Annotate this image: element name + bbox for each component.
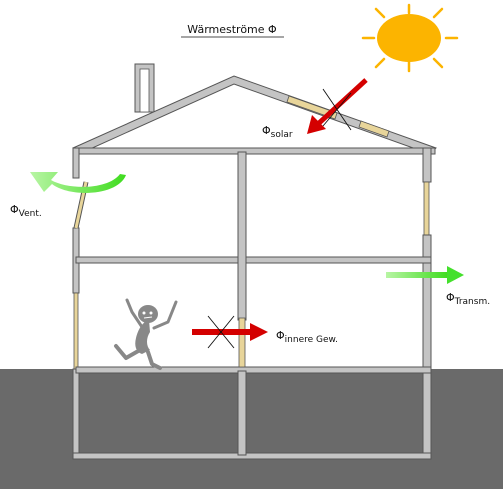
right-window xyxy=(423,181,430,238)
vent-arrow xyxy=(30,172,126,193)
ground xyxy=(0,369,503,489)
basement-floor xyxy=(72,452,432,460)
transm-arrow xyxy=(386,266,464,284)
cross-icon xyxy=(322,88,352,131)
internal-gains-arrow xyxy=(192,323,268,341)
solar-arrow xyxy=(307,78,368,134)
left-wall xyxy=(72,147,80,456)
roof xyxy=(72,75,437,155)
phi-solar-label: Φsolar xyxy=(262,124,293,140)
diagram-title: Wärmeströme Φ xyxy=(187,23,277,36)
upper-floor xyxy=(75,256,432,264)
phi-transm-label: ΦTransm. xyxy=(446,291,490,307)
center-wall xyxy=(237,151,247,456)
right-wall xyxy=(422,147,432,456)
phi-vent-label: ΦVent. xyxy=(10,203,42,219)
phi-innere-label: Φinnere Gew. xyxy=(276,329,338,345)
attic-floor xyxy=(72,147,436,155)
left-window xyxy=(73,292,79,370)
lower-floor xyxy=(75,366,432,374)
sun-icon xyxy=(361,3,459,73)
person-icon xyxy=(114,298,178,370)
chimney xyxy=(134,63,155,113)
cross-icon xyxy=(207,315,235,349)
